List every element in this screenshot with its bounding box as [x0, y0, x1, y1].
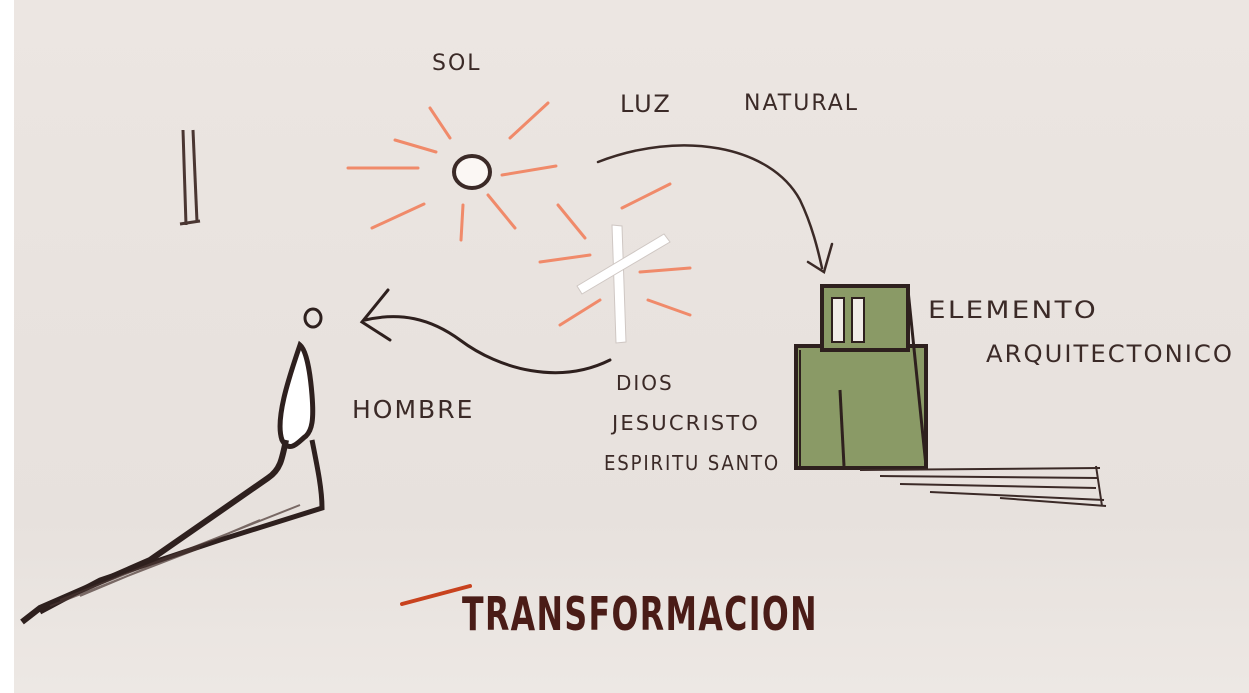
label-sun: SOL — [432, 51, 482, 76]
sun-rays — [348, 103, 690, 325]
building-window-1 — [832, 298, 844, 342]
title-accent-stroke — [402, 586, 470, 604]
sun-icon — [348, 103, 690, 325]
label-man: HOMBRE — [352, 395, 474, 424]
title-transformation: TRANSFORMACION — [462, 587, 818, 641]
label-god: DIOS — [616, 371, 674, 395]
sun-disc — [454, 156, 490, 188]
man-figure — [22, 309, 322, 622]
label-light: LUZ — [620, 90, 672, 118]
label-architectonic: ARQUITECTONICO — [986, 340, 1234, 368]
label-element: ELEMENTO — [928, 296, 1098, 324]
vertical-mark — [180, 130, 200, 225]
building-shadow-hatch — [860, 466, 1106, 506]
label-holy-spirit: ESPIRITU SANTO — [604, 451, 780, 475]
man-shadow-hatch — [50, 505, 300, 606]
man-body — [280, 345, 313, 447]
photo-border — [0, 0, 14, 693]
label-natural: NATURAL — [744, 91, 859, 116]
building-base — [796, 346, 926, 468]
arrow-god-to-man — [362, 290, 610, 373]
man-head — [305, 309, 321, 327]
label-jesus: JESUCRISTO — [610, 411, 760, 435]
cross-icon — [577, 225, 670, 343]
building-window-2 — [852, 298, 864, 342]
